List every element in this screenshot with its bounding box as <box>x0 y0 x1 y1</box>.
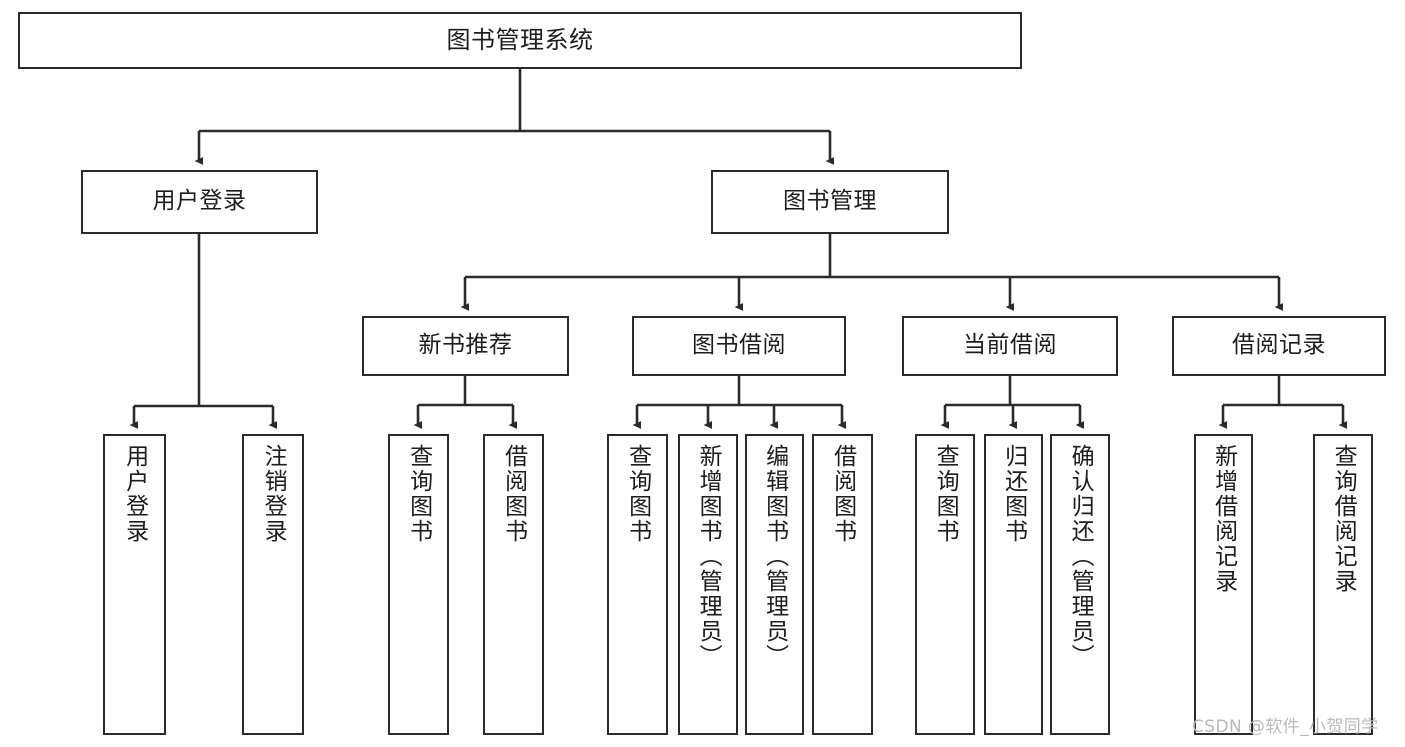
leaf-add-book-admin[interactable]: 新增图书（管理员） <box>678 434 738 735</box>
node-book-borrow[interactable]: 图书借阅 <box>632 316 846 376</box>
leaf-query-book-newbook[interactable]: 查询图书 <box>388 434 449 735</box>
node-borrow-records[interactable]: 借阅记录 <box>1172 316 1386 376</box>
leaf-edit-book-admin-label: 编辑图书（管理员） <box>761 444 788 669</box>
leaf-query-borrow-record-label: 查询借阅记录 <box>1330 444 1357 594</box>
leaf-borrow-book-newbook[interactable]: 借阅图书 <box>483 434 544 735</box>
csdn-watermark: CSDN @软件_小贺同学 <box>1192 717 1379 737</box>
leaf-query-borrow-record[interactable]: 查询借阅记录 <box>1313 434 1373 735</box>
node-root[interactable]: 图书管理系统 <box>18 12 1022 69</box>
leaf-query-book-current-label: 查询图书 <box>932 444 959 544</box>
leaf-user-login[interactable]: 用户登录 <box>103 434 166 735</box>
leaf-add-book-admin-label: 新增图书（管理员） <box>695 444 722 669</box>
leaf-query-book-current[interactable]: 查询图书 <box>915 434 975 735</box>
leaf-query-book-borrow[interactable]: 查询图书 <box>607 434 668 735</box>
leaf-add-borrow-record-label: 新增借阅记录 <box>1210 444 1237 594</box>
node-borrow-records-label: 借阅记录 <box>1232 332 1326 359</box>
node-book-management[interactable]: 图书管理 <box>711 170 949 234</box>
leaf-return-book-label: 归还图书 <box>1000 444 1027 544</box>
node-current-borrow[interactable]: 当前借阅 <box>902 316 1118 376</box>
node-book-management-label: 图书管理 <box>783 188 877 215</box>
leaf-query-book-borrow-label: 查询图书 <box>624 444 651 544</box>
leaf-edit-book-admin[interactable]: 编辑图书（管理员） <box>745 434 804 735</box>
leaf-logout-label: 注销登录 <box>260 444 287 544</box>
leaf-borrow-book-label: 借阅图书 <box>829 444 856 544</box>
leaf-return-book[interactable]: 归还图书 <box>984 434 1043 735</box>
node-user-login-label: 用户登录 <box>152 188 247 215</box>
node-root-label: 图书管理系统 <box>446 26 594 55</box>
leaf-logout[interactable]: 注销登录 <box>242 434 304 735</box>
leaf-borrow-book[interactable]: 借阅图书 <box>812 434 873 735</box>
leaf-add-borrow-record[interactable]: 新增借阅记录 <box>1194 434 1253 735</box>
node-user-login[interactable]: 用户登录 <box>81 170 318 234</box>
leaf-query-book-newbook-label: 查询图书 <box>405 444 432 544</box>
node-current-borrow-label: 当前借阅 <box>963 332 1057 359</box>
leaf-borrow-book-newbook-label: 借阅图书 <box>500 444 527 544</box>
node-new-book-recommend-label: 新书推荐 <box>418 332 513 359</box>
leaf-user-login-label: 用户登录 <box>121 444 148 544</box>
node-book-borrow-label: 图书借阅 <box>692 332 786 359</box>
leaf-confirm-return-admin-label: 确认归还（管理员） <box>1067 444 1094 669</box>
leaf-confirm-return-admin[interactable]: 确认归还（管理员） <box>1050 434 1110 735</box>
node-new-book-recommend[interactable]: 新书推荐 <box>362 316 569 376</box>
